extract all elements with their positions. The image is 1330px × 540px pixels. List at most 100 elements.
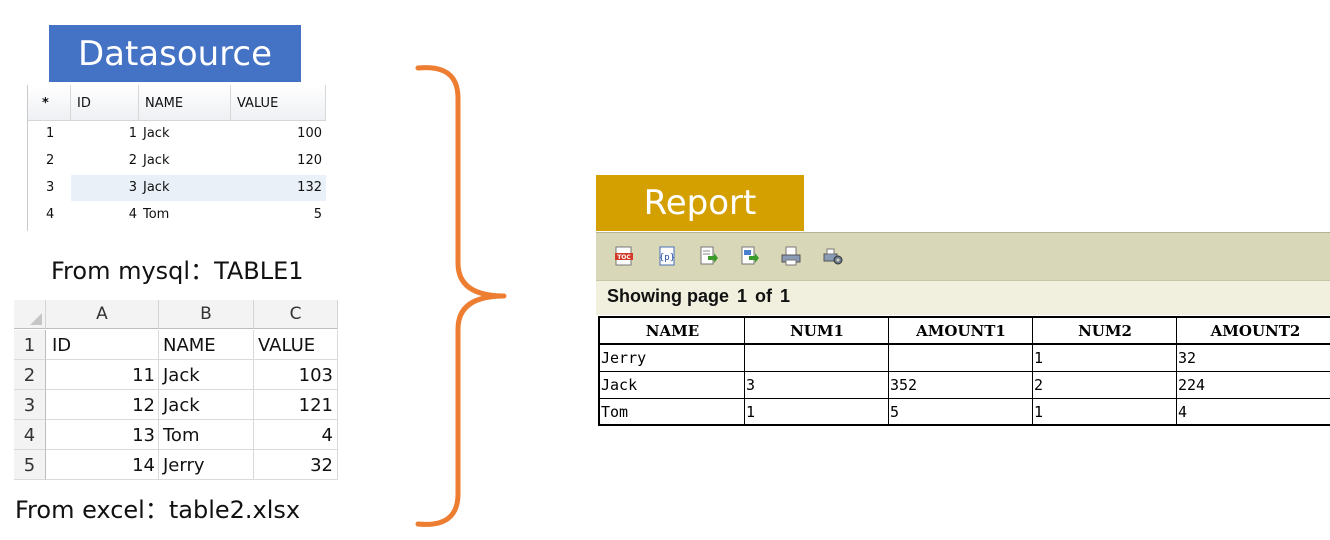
row-number: 1	[46, 126, 55, 141]
cell-value[interactable]: 100	[297, 126, 322, 141]
cell-name[interactable]: Jack	[143, 153, 170, 168]
page-of-label: of	[755, 286, 773, 306]
report-table: NAME NUM1 AMOUNT1 NUM2 AMOUNT2 Jerry 1 3…	[598, 316, 1330, 426]
cell-name[interactable]: Jack	[143, 126, 170, 141]
cell-value[interactable]: 132	[231, 175, 326, 201]
toc-icon[interactable]: TOC	[614, 246, 634, 266]
header-amount1: AMOUNT1	[889, 318, 1033, 345]
row-header[interactable]: 2	[14, 360, 46, 390]
table-row: Jerry 1 32	[600, 345, 1330, 372]
sheet-row[interactable]: 4 13 Tom 4	[14, 420, 338, 450]
mysql-header-id[interactable]: ID	[71, 85, 139, 120]
excel-sheet: A B C 1 ID NAME VALUE 2 11 Jack 103 3 12…	[14, 300, 338, 480]
cell-value[interactable]: 5	[313, 207, 322, 222]
cell-num2: 1	[1033, 345, 1177, 372]
cell-a[interactable]: 12	[46, 390, 159, 420]
cell-c[interactable]: 4	[254, 420, 338, 450]
total-pages: 1	[780, 286, 791, 306]
cell-a[interactable]: 11	[46, 360, 159, 390]
header-amount2: AMOUNT2	[1177, 318, 1330, 345]
sheet-row[interactable]: 3 12 Jack 121	[14, 390, 338, 420]
print-setup-icon[interactable]	[823, 246, 843, 266]
table-row: Jack 3 352 2 224	[600, 372, 1330, 399]
table-row[interactable]: 4 4 Tom 5	[28, 202, 326, 228]
brace-path	[415, 65, 507, 527]
cell-name[interactable]: Tom	[143, 207, 170, 222]
cell-num2: 2	[1033, 372, 1177, 399]
cell-id[interactable]: 4	[128, 207, 137, 222]
row-number: 2	[46, 153, 55, 168]
header-num2: NUM2	[1033, 318, 1177, 345]
table-row[interactable]: 3 3 Jack 132	[28, 175, 326, 201]
mysql-header-row: * ID NAME VALUE	[28, 85, 326, 121]
row-header[interactable]: 3	[14, 390, 46, 420]
column-header-b[interactable]: B	[159, 300, 254, 329]
row-header[interactable]: 1	[14, 330, 46, 360]
cell-a[interactable]: 14	[46, 450, 159, 480]
report-banner: Report	[596, 175, 804, 231]
mysql-header-name[interactable]: NAME	[139, 85, 231, 120]
cell-b[interactable]: Jerry	[159, 450, 254, 480]
table-row[interactable]: 2 2 Jack 120	[28, 148, 326, 174]
cell-a[interactable]: 13	[46, 420, 159, 450]
mysql-caption: From mysql：TABLE1	[51, 257, 304, 285]
cell-amount1	[889, 345, 1033, 372]
cell-num1: 1	[745, 399, 889, 426]
current-page: 1	[737, 286, 748, 306]
datasource-banner: Datasource	[49, 25, 301, 82]
sheet-row[interactable]: 2 11 Jack 103	[14, 360, 338, 390]
cell-amount2: 4	[1177, 399, 1330, 426]
mysql-table: * ID NAME VALUE 1 1 Jack 100 2 2 Jack 12…	[27, 85, 326, 231]
header-name: NAME	[600, 318, 745, 345]
cell-num1	[745, 345, 889, 372]
cell-amount1: 352	[889, 372, 1033, 399]
excel-caption: From excel：table2.xlsx	[15, 496, 301, 524]
cell-num2: 1	[1033, 399, 1177, 426]
cell-name: Jack	[600, 372, 745, 399]
cell-num1: 3	[745, 372, 889, 399]
cell-c[interactable]: 121	[254, 390, 338, 420]
cell-value[interactable]: 120	[297, 153, 322, 168]
cell-name[interactable]: Jack	[139, 175, 231, 201]
mysql-header-value[interactable]: VALUE	[231, 85, 326, 120]
cell-b[interactable]: Jack	[159, 390, 254, 420]
export-all-icon[interactable]	[740, 246, 760, 266]
header-num1: NUM1	[745, 318, 889, 345]
row-header[interactable]: 5	[14, 450, 46, 480]
cell-c[interactable]: 103	[254, 360, 338, 390]
merge-brace	[415, 65, 507, 527]
row-number: 3	[46, 180, 55, 195]
cell-a[interactable]: ID	[46, 330, 159, 360]
cell-c[interactable]: 32	[254, 450, 338, 480]
cell-name: Jerry	[600, 345, 745, 372]
report-header-row: NAME NUM1 AMOUNT1 NUM2 AMOUNT2	[600, 318, 1330, 345]
page-param-icon[interactable]: {p}	[657, 246, 677, 266]
cell-c[interactable]: VALUE	[254, 330, 338, 360]
table-row[interactable]: 1 1 Jack 100	[28, 121, 326, 147]
export-icon[interactable]	[699, 246, 719, 266]
mysql-header-rownum: *	[28, 85, 71, 120]
cell-id[interactable]: 2	[128, 153, 137, 168]
row-header[interactable]: 4	[14, 420, 46, 450]
print-icon[interactable]	[781, 246, 801, 266]
column-header-c[interactable]: C	[254, 300, 338, 329]
sheet-row[interactable]: 5 14 Jerry 32	[14, 450, 338, 480]
page-showing-label: Showing page	[607, 286, 730, 306]
table-row: Tom 1 5 1 4	[600, 399, 1330, 426]
cell-amount1: 5	[889, 399, 1033, 426]
column-header-a[interactable]: A	[46, 300, 159, 329]
select-all-corner[interactable]	[14, 300, 46, 329]
cell-name: Tom	[600, 399, 745, 426]
cell-id[interactable]: 1	[128, 126, 137, 141]
cell-b[interactable]: Tom	[159, 420, 254, 450]
sheet-row[interactable]: 1 ID NAME VALUE	[14, 330, 338, 360]
svg-text:{p}: {p}	[659, 253, 675, 263]
cell-b[interactable]: Jack	[159, 360, 254, 390]
row-number: 4	[46, 207, 55, 222]
report-toolbar: TOC {p}	[596, 232, 1330, 280]
svg-text:TOC: TOC	[617, 254, 631, 261]
cell-id[interactable]: 3	[71, 175, 139, 201]
cell-amount2: 32	[1177, 345, 1330, 372]
page-indicator: Showing page 1 of 1	[596, 280, 1330, 315]
cell-b[interactable]: NAME	[159, 330, 254, 360]
